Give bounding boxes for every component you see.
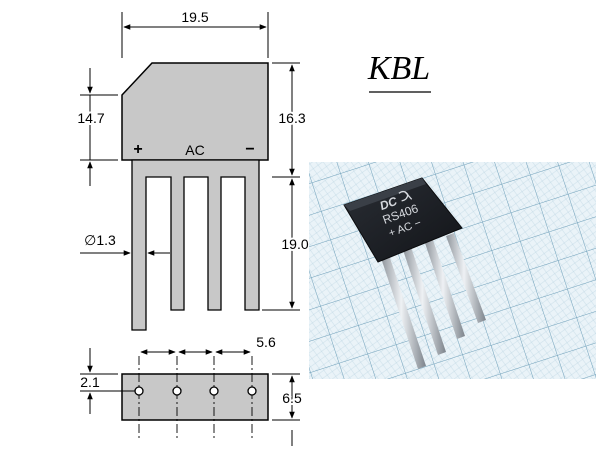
dim-pitch: 5.6 [140,334,276,355]
dim-top-thickness: 2.1 [78,348,135,414]
dim-bottom-depth-label: 6.5 [282,390,302,406]
package-body [121,62,269,161]
bottom-view-body [121,373,269,421]
dim-body-left-height-label: 14.7 [77,110,104,126]
photo-logo-icon [398,190,413,202]
pin-label-plus: + [133,141,142,158]
dim-top-thickness-label: 2.1 [80,374,100,390]
dim-lead-diameter-label: ∅1.3 [84,232,116,248]
dim-lead-length-label: 19.0 [281,236,308,252]
dim-lead-length: 19.0 [262,178,311,311]
dim-body-left-height: 14.7 [75,68,118,186]
pin-hole [172,386,182,396]
dim-width: 19.5 [121,9,269,58]
pin-hole [247,386,257,396]
pin-label-ac: AC [185,142,204,158]
dim-bottom-depth: 6.5 [272,373,304,446]
pin-hole [134,386,144,396]
package-title: KBL [367,50,430,87]
dim-width-label: 19.5 [181,9,208,25]
dim-body-right-height: 16.3 [272,62,308,178]
component-photo: DC RS406 + AC − [309,162,596,379]
dim-pitch-label: 5.6 [256,334,276,350]
pin-label-minus: − [245,141,254,158]
dim-lead-diameter: ∅1.3 [80,232,170,256]
pin-hole [209,386,219,396]
photo-leads [381,233,486,369]
photo-marking-brand: DC [378,194,399,213]
dim-body-right-height-label: 16.3 [278,110,305,126]
leads [131,159,260,331]
